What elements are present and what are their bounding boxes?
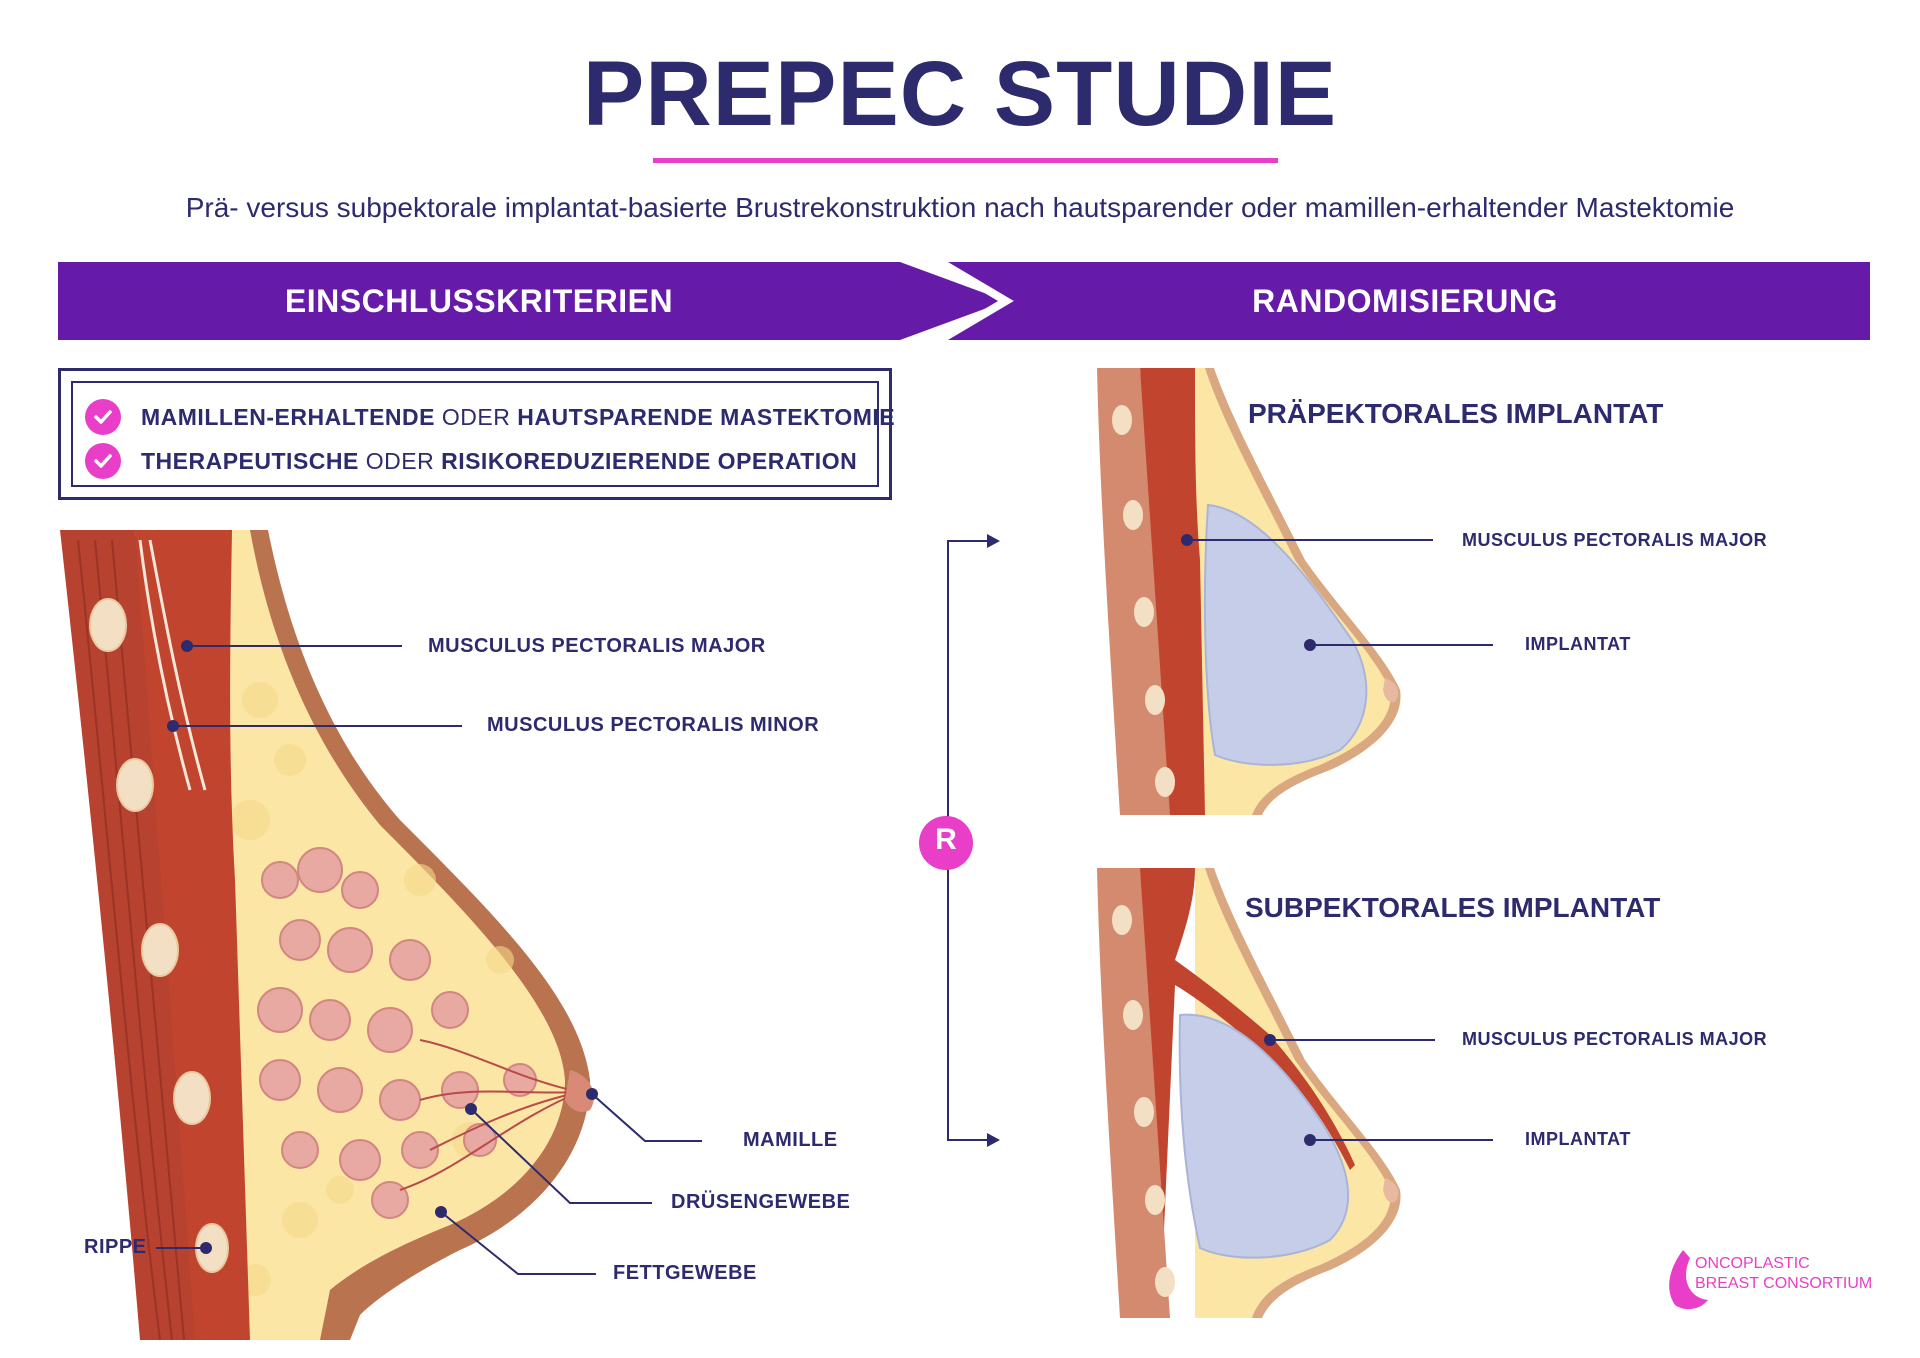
logo-line-2: BREAST CONSORTIUM — [1695, 1275, 1873, 1292]
criterion-1-part2: HAUTSPARENDE MASTEKTOMIE — [517, 403, 896, 430]
check-icon — [85, 399, 121, 435]
criterion-2-part1: THERAPEUTISCHE — [141, 447, 359, 474]
prepectoral-title: PRÄPEKTORALES IMPLANTAT — [1248, 398, 1664, 429]
logo-mark — [1669, 1250, 1708, 1310]
subpectoral-title: SUBPEKTORALES IMPLANTAT — [1245, 892, 1661, 923]
anatomy-leader-dots — [167, 640, 598, 1254]
label-druesengewebe: DRÜSENGEWEBE — [671, 1191, 851, 1213]
randomization-badge-label: R — [935, 823, 957, 856]
logo-line-1: ONCOPLASTIC — [1695, 1255, 1810, 1272]
banner-arrows — [58, 258, 1870, 344]
pectoralis-minor-muscle — [138, 539, 207, 791]
implant-leader-lines — [1187, 539, 1493, 1141]
criterion-2-connector: ODER — [365, 447, 435, 474]
arrow-to-prepectoral — [987, 534, 1000, 548]
criterion-2-part2: RISIKOREDUZIERENDE OPERATION — [441, 447, 858, 474]
prepectoral-label-implant: IMPLANTAT — [1525, 634, 1631, 654]
label-mamille: MAMILLE — [743, 1129, 838, 1151]
label-rippe: RIPPE — [84, 1236, 147, 1258]
banner-chevron — [937, 258, 1014, 344]
implant-leader-dots — [1181, 534, 1316, 1146]
label-pectoralis-minor: MUSCULUS PECTORALIS MINOR — [487, 714, 820, 736]
milk-ducts — [399, 1039, 581, 1191]
consortium-logo-text: ONCOPLASTIC BREAST CONSORTIUM — [1695, 1254, 1872, 1294]
prepectoral-illustration — [1097, 368, 1401, 815]
banner-left-shape — [58, 262, 1006, 340]
banner-left-label: EINSCHLUSSKRITERIEN — [284, 283, 674, 319]
criterion-row-2: THERAPEUTISCHE ODER RISIKOREDUZIERENDE O… — [85, 441, 857, 481]
chest-wall — [60, 530, 195, 1340]
criterion-1-connector: ODER — [441, 403, 511, 430]
glandular-tissue — [257, 847, 537, 1219]
banner-right-label: RANDOMISIERUNG — [1252, 283, 1558, 319]
nipple — [565, 1070, 594, 1112]
subpectoral-label-muscle: MUSCULUS PECTORALIS MAJOR — [1462, 1029, 1768, 1049]
label-fettgewebe: FETTGEWEBE — [613, 1262, 757, 1284]
criterion-text-1: MAMILLEN-ERHALTENDE ODER HAUTSPARENDE MA… — [141, 404, 895, 431]
label-pectoralis-major: MUSCULUS PECTORALIS MAJOR — [428, 635, 766, 657]
criterion-1-part1: MAMILLEN-ERHALTENDE — [141, 403, 435, 430]
anatomy-leader-lines — [156, 645, 702, 1275]
page-subtitle: Prä- versus subpektorale implantat-basie… — [185, 192, 1735, 223]
prepectoral-label-muscle: MUSCULUS PECTORALIS MAJOR — [1462, 530, 1768, 550]
arrow-to-subpectoral — [987, 1133, 1000, 1147]
inclusion-criteria-inner: MAMILLEN-ERHALTENDE ODER HAUTSPARENDE MA… — [71, 381, 895, 487]
check-icon — [85, 443, 121, 479]
fat-texture — [230, 682, 514, 1296]
criterion-text-2: THERAPEUTISCHE ODER RISIKOREDUZIERENDE O… — [141, 448, 857, 475]
randomization-badge-circle — [919, 816, 973, 870]
inclusion-criteria-box: MAMILLEN-ERHALTENDE ODER HAUTSPARENDE MA… — [58, 368, 895, 500]
criterion-row-1: MAMILLEN-ERHALTENDE ODER HAUTSPARENDE MA… — [85, 397, 895, 437]
subpectoral-illustration — [1097, 868, 1401, 1318]
banner-right-shape — [940, 262, 1870, 340]
page-title: PREPEC STUDIE — [582, 43, 1338, 145]
title-underline — [653, 158, 1278, 163]
subpectoral-label-implant: IMPLANTAT — [1525, 1129, 1631, 1149]
